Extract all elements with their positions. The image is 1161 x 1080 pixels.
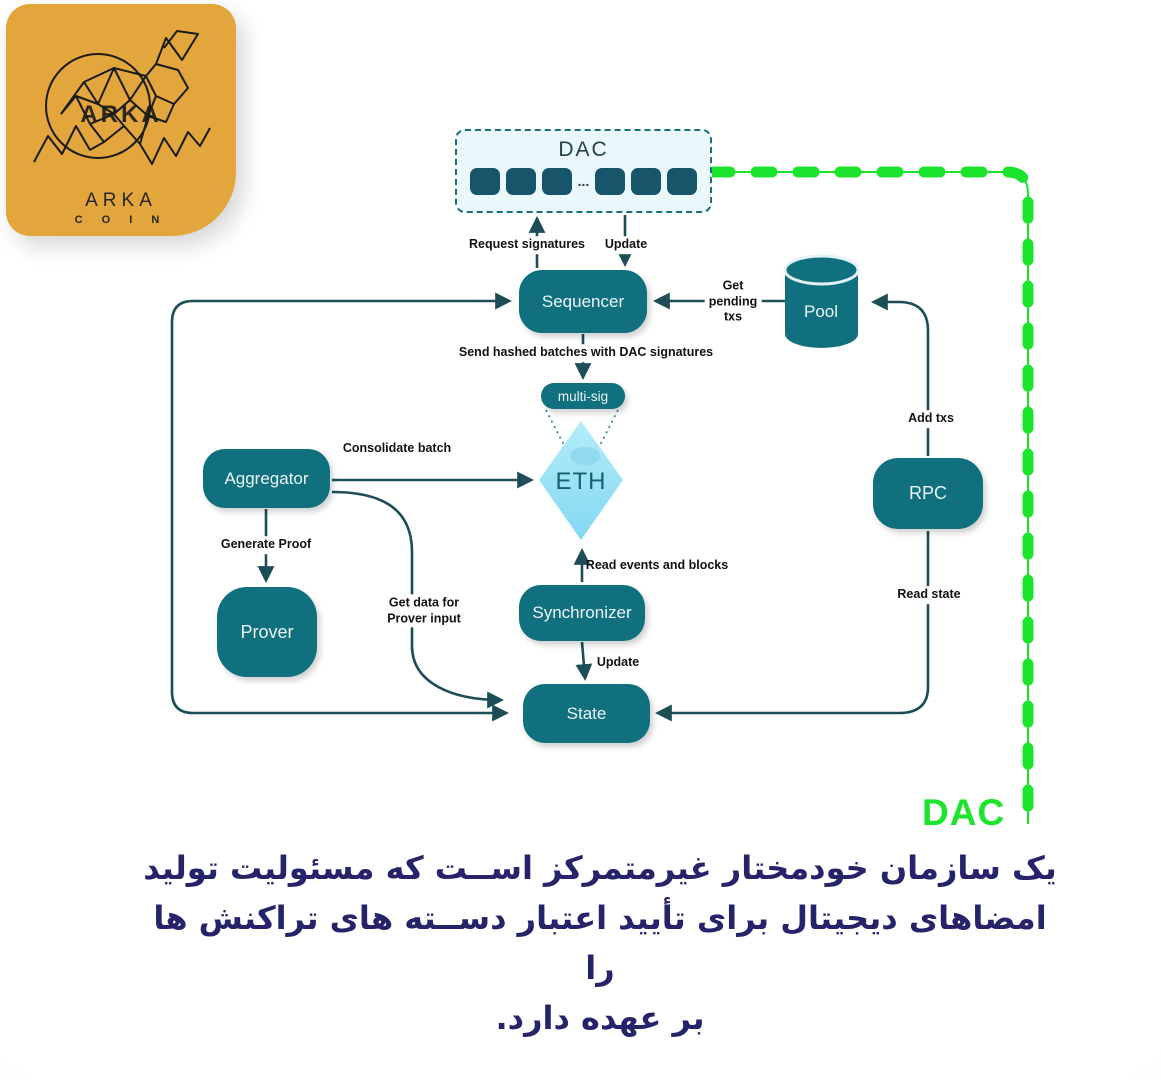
dac-member-icon	[505, 168, 536, 195]
ellipsis-icon: ...	[577, 173, 590, 189]
dac-member-icon	[595, 168, 626, 195]
node-eth: ETH	[539, 421, 623, 540]
node-sequencer: Sequencer	[519, 270, 647, 333]
label-request-signatures: Request signatures	[464, 236, 590, 254]
node-synchronizer: Synchronizer	[519, 585, 645, 641]
bull-lineart-icon: ARKA	[33, 30, 211, 165]
node-state: State	[523, 684, 650, 743]
dac-member-squares: ...	[457, 168, 710, 195]
edge-loop-to-state	[170, 510, 510, 722]
label-read-state: Read state	[893, 586, 965, 604]
caption-line-1: یک سازمان خودمختار غیرمتمرکز اســت که مس…	[143, 849, 1057, 887]
dac-member-icon	[631, 168, 662, 195]
label-generate-proof: Generate Proof	[216, 536, 316, 554]
dac-member-icon	[469, 168, 500, 195]
caption-text: یک سازمان خودمختار غیرمتمرکز اســت که مس…	[140, 843, 1060, 1043]
label-read-events: Read events and blocks	[585, 558, 729, 573]
node-rpc: RPC	[873, 458, 983, 529]
edge-read-state	[654, 531, 930, 722]
dac-callout-text: DAC	[922, 792, 1006, 833]
edge-update-state	[575, 641, 593, 682]
node-pool-label: Pool	[804, 302, 838, 321]
label-send-hashed-batches: Send hashed batches with DAC signatures	[454, 344, 718, 362]
dac-box-title: DAC	[558, 138, 609, 161]
label-consolidate-batch: Consolidate batch	[342, 441, 452, 456]
label-get-pending-txs: Get pending txs	[704, 277, 762, 327]
node-aggregator: Aggregator	[203, 449, 330, 508]
node-multisig: multi-sig	[541, 383, 625, 409]
edge-multisig-dotted-left	[545, 409, 568, 452]
label-update-top: Update	[600, 236, 652, 254]
caption-line-3: بر عهده دارد.	[495, 999, 705, 1037]
dac-committee-box: DAC ...	[455, 129, 712, 213]
svg-text:ARKA: ARKA	[80, 101, 161, 128]
logo-sub-text: C O I N	[74, 214, 168, 226]
edge-multisig-dotted-right	[596, 409, 619, 452]
dac-member-icon	[541, 168, 572, 195]
edge-loop-to-sequencer	[170, 292, 513, 510]
dac-green-dashed-route	[708, 166, 1034, 830]
node-prover: Prover	[217, 587, 317, 677]
caption-line-2: امضاهای دیجیتال برای تأیید اعتبار دســته…	[153, 899, 1047, 987]
label-update-bottom: Update	[596, 655, 640, 670]
label-add-txs: Add txs	[904, 410, 958, 428]
dac-member-icon	[667, 168, 698, 195]
node-eth-label: ETH	[556, 468, 607, 495]
edge-add-txs	[870, 293, 930, 456]
node-pool: Pool	[783, 254, 860, 348]
label-get-data-for-prover: Get data for Prover input	[383, 594, 465, 628]
arka-coin-logo: ARKA ARKA C O I N	[6, 4, 236, 236]
logo-brand-text: ARKA	[85, 190, 157, 211]
